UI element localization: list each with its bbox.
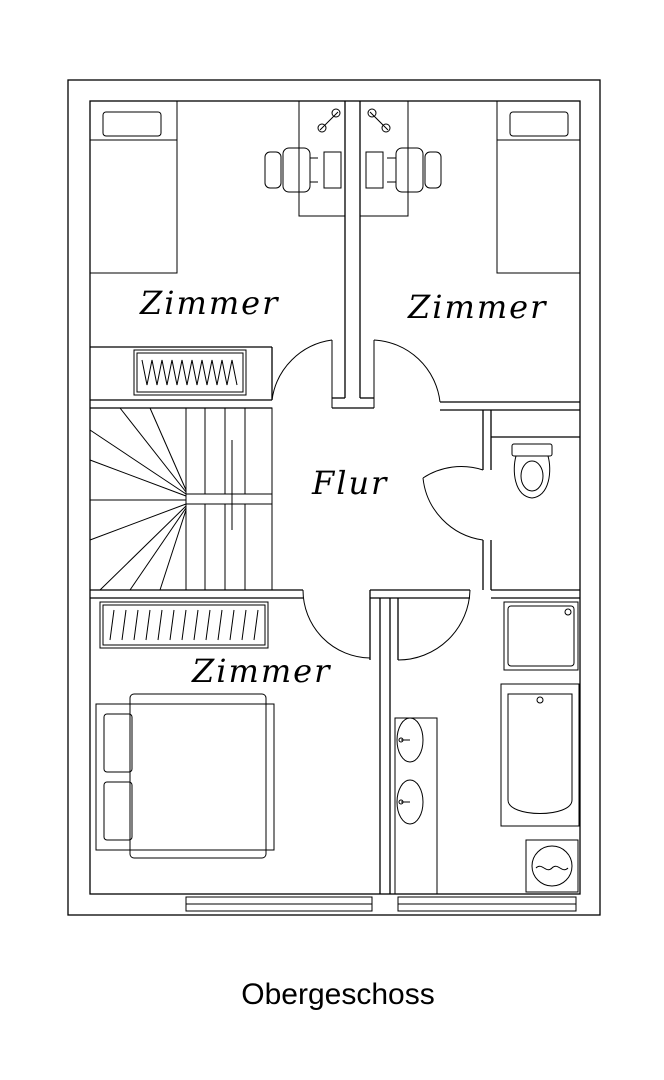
- lamp-icon: [317, 108, 341, 133]
- toilet-icon: [511, 443, 553, 499]
- hanger-line: [205, 609, 211, 641]
- hanger-line: [169, 609, 175, 641]
- desk-chair-icon: [264, 100, 346, 217]
- hanger-line: [253, 609, 259, 641]
- window-icon: [185, 896, 577, 912]
- hanger-line: [121, 609, 127, 641]
- desk-chair-icon: [359, 100, 442, 217]
- wardrobe-icon: [99, 601, 269, 649]
- door-swing-icon: [271, 339, 484, 661]
- interior-walls: [90, 101, 580, 894]
- room-label-bedroom-top-left: Zimmer: [139, 284, 279, 322]
- washing-machine-icon: [525, 839, 579, 893]
- sink-icon: [394, 717, 438, 895]
- room-label-hallway: Flur: [311, 464, 388, 502]
- room-label-bedroom-top-right: Zimmer: [407, 288, 547, 326]
- hanger-line: [241, 609, 247, 641]
- plan-caption: Obergeschoss: [241, 978, 434, 1011]
- hanger-line: [217, 609, 223, 641]
- hanger-line: [157, 609, 163, 641]
- hanger-line: [193, 609, 199, 641]
- room-label-bedroom-bottom: Zimmer: [191, 652, 331, 690]
- lamp-icon: [367, 108, 391, 133]
- shower-icon: [503, 601, 579, 671]
- bathtub-icon: [500, 683, 580, 827]
- single-bed-icon: [496, 100, 581, 274]
- hanger-line: [145, 609, 151, 641]
- hanger-line: [133, 609, 139, 641]
- staircase-icon: [89, 407, 273, 591]
- double-bed-icon: [95, 693, 275, 859]
- hanger-line: [181, 609, 187, 641]
- single-bed-icon: [89, 100, 178, 274]
- wardrobe-icon: [133, 349, 247, 396]
- hanger-line: [109, 609, 115, 641]
- hanger-line: [229, 609, 235, 641]
